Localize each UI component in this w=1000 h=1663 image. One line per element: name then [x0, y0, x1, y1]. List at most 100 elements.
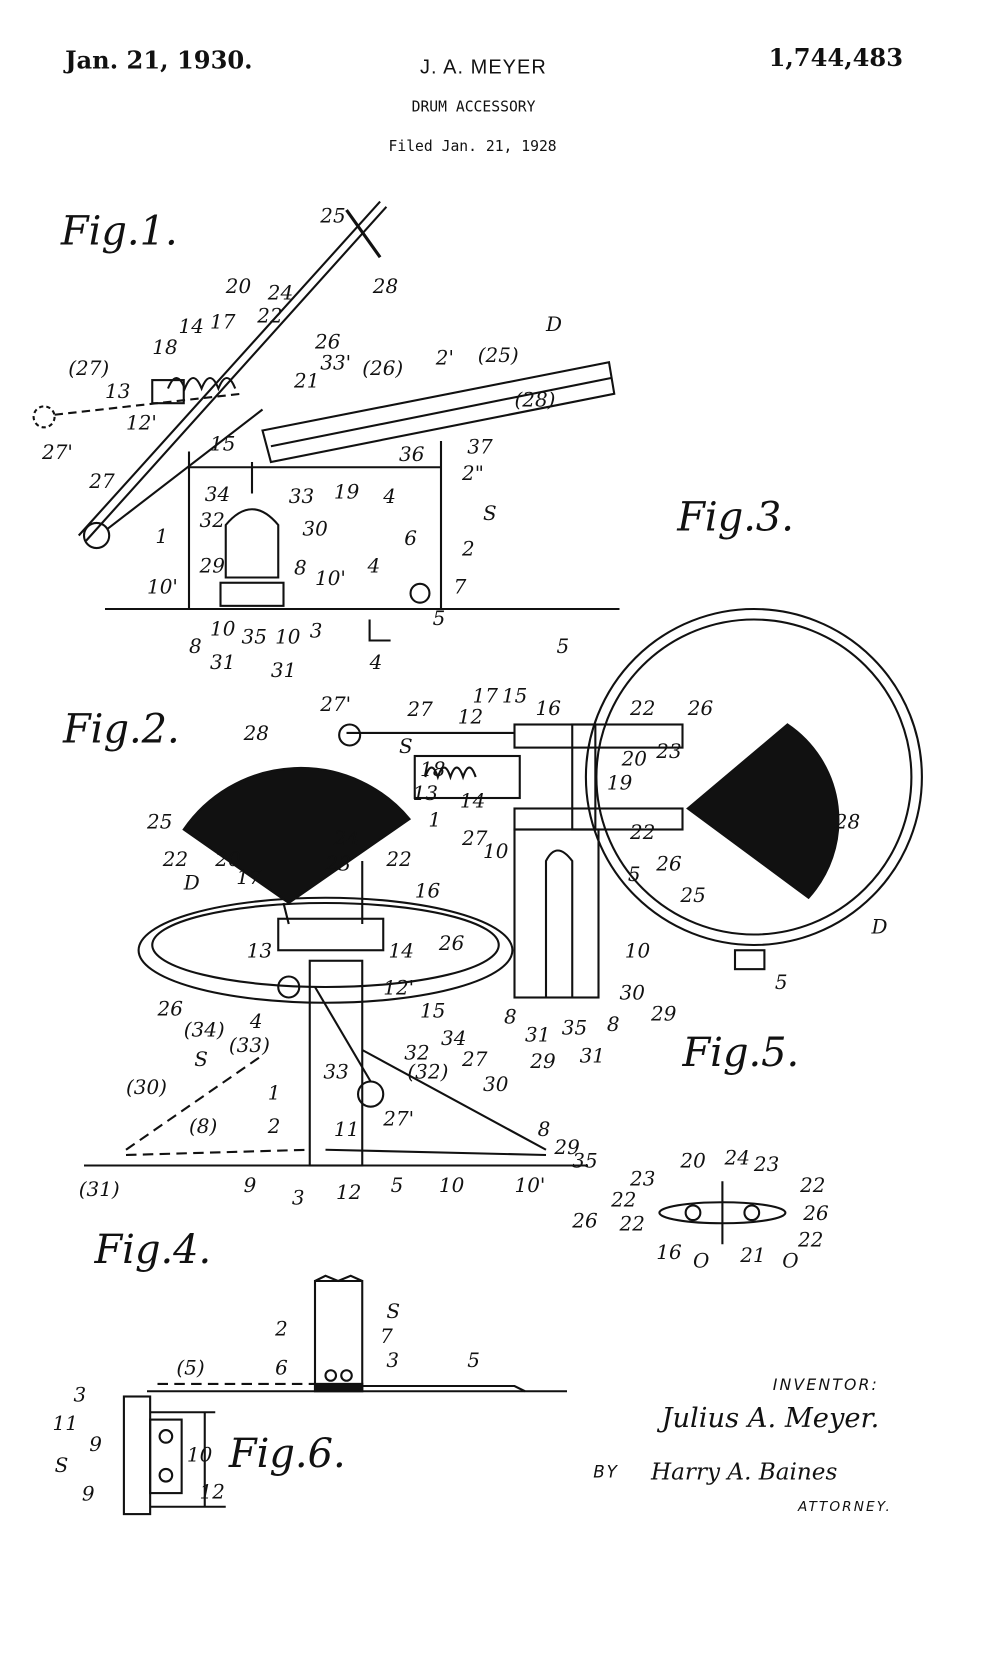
ref-numeral: 26: [656, 852, 682, 876]
ref-numeral: 35: [561, 1016, 588, 1040]
ref-numeral: 23: [630, 1167, 656, 1191]
ref-numeral: 12: [336, 1181, 362, 1205]
by-label: BY: [593, 1461, 619, 1482]
ref-numeral: 25: [680, 884, 706, 908]
ref-numeral: 16: [656, 1241, 682, 1265]
fig6-drawing: [122, 1395, 226, 1516]
ref-numeral: (8): [188, 1115, 218, 1139]
ref-numeral: 6: [275, 1356, 288, 1380]
ref-numeral: 24: [333, 827, 360, 851]
ref-numeral: 3: [309, 619, 323, 643]
fig3-drawing: [338, 607, 923, 999]
ref-numeral: 24: [724, 1146, 750, 1170]
ref-numeral: 9: [243, 1173, 257, 1197]
ref-numeral: 10': [315, 567, 346, 591]
ref-numeral: 31: [209, 651, 236, 675]
ref-numeral: 10': [514, 1173, 546, 1197]
ref-numeral: (26): [362, 356, 404, 381]
patent-title: DRUM ACCESSORY: [411, 98, 536, 116]
ref-numeral: 27: [461, 1047, 488, 1071]
ref-numeral: 10: [438, 1173, 465, 1197]
ref-numeral: 10': [147, 575, 178, 599]
ref-numeral: (33): [228, 1034, 270, 1058]
ref-numeral: 8: [294, 556, 307, 580]
ref-numeral: 26: [157, 997, 183, 1021]
ref-numeral: 30: [619, 981, 645, 1005]
ref-numeral: 30: [482, 1073, 509, 1097]
ref-numeral: S: [398, 734, 413, 759]
ref-numeral: 2: [461, 537, 475, 561]
ref-numeral: 26: [315, 330, 341, 354]
inventor-name: J. A. MEYER: [419, 56, 547, 79]
attorney-label: ATTORNEY.: [797, 1499, 892, 1516]
ref-numeral: 28: [372, 275, 399, 299]
ref-numeral: 14: [178, 315, 204, 339]
ref-numeral: 28: [834, 810, 861, 834]
ref-numeral: 7: [453, 575, 467, 599]
fig1-drawing: [32, 200, 620, 642]
ref-numeral: 19: [606, 771, 633, 795]
ref-numeral: S: [482, 501, 497, 525]
ref-numeral: 25: [147, 810, 173, 834]
ref-numeral: 10: [482, 839, 509, 864]
ref-numeral: 23: [753, 1152, 780, 1176]
ref-numeral: D: [871, 915, 888, 939]
ref-numeral: 37: [467, 435, 493, 459]
ref-numeral: 2': [435, 346, 454, 370]
ref-numeral: 16: [414, 879, 441, 903]
ref-numeral: 22: [162, 848, 189, 872]
ref-numeral: 8: [537, 1118, 551, 1142]
ref-numeral: 21: [294, 369, 320, 393]
ref-numeral: (31): [78, 1178, 120, 1202]
ref-numeral: 29: [651, 1002, 677, 1026]
ref-numeral: 18: [419, 758, 446, 782]
ref-numeral: (27): [68, 356, 110, 381]
ref-numeral: 31: [270, 659, 297, 683]
ref-numeral: 31: [579, 1044, 605, 1068]
ref-numeral: 17: [209, 310, 236, 334]
ref-numeral: 13: [246, 939, 273, 963]
ref-numeral: 10: [275, 625, 301, 649]
ref-numeral: (34): [183, 1018, 225, 1042]
ref-numeral: 27: [89, 470, 115, 494]
ref-numeral: 22: [386, 848, 412, 872]
ref-numeral: 13: [412, 782, 439, 806]
ref-numeral: 23: [325, 852, 351, 876]
ref-numeral: 14: [459, 789, 486, 813]
ref-numeral: 11: [333, 1118, 360, 1142]
attorney-signature: Harry A. Baines: [651, 1459, 838, 1486]
ref-numeral: (5): [176, 1356, 205, 1380]
ref-numeral: 18: [152, 336, 178, 360]
ref-numeral: 10: [624, 939, 651, 963]
ref-numeral: 2: [275, 1317, 288, 1341]
ref-numeral: 10: [186, 1443, 213, 1467]
ref-numeral: 2": [461, 461, 484, 486]
ref-numeral: 3: [386, 1349, 400, 1373]
ref-numeral: 29: [199, 554, 225, 578]
ref-numeral: 5: [627, 863, 641, 887]
patent-date: Jan. 21, 1930.: [65, 46, 253, 75]
ref-numeral: 12': [383, 976, 415, 1000]
ref-numeral: 12: [199, 1480, 225, 1504]
ref-numeral: 3: [291, 1186, 305, 1210]
ref-numeral: 22: [630, 821, 656, 845]
ref-numeral: (32): [407, 1060, 449, 1084]
ref-numeral: 28: [243, 722, 269, 746]
ref-numeral: 33: [323, 1060, 349, 1084]
ref-numeral: 4: [369, 651, 383, 675]
ref-numeral: 15: [209, 432, 236, 456]
ref-numeral: 34: [204, 482, 231, 507]
ref-numeral: S: [194, 1047, 208, 1071]
ref-numeral: 9: [81, 1482, 95, 1506]
fig3-label: Fig.3.: [677, 493, 794, 540]
ref-numeral: 5: [774, 971, 788, 995]
fig4-label: Fig.4.: [94, 1226, 212, 1273]
ref-numeral: 20: [225, 275, 252, 299]
ref-numeral: 26: [803, 1202, 829, 1226]
ref-numeral: 1: [267, 1081, 281, 1105]
ref-numeral: 19: [333, 480, 360, 504]
ref-numeral: 15: [419, 999, 446, 1023]
ref-numeral: 33': [320, 351, 352, 375]
ref-numeral: 5: [467, 1349, 480, 1373]
ref-numeral: 22: [257, 304, 283, 328]
